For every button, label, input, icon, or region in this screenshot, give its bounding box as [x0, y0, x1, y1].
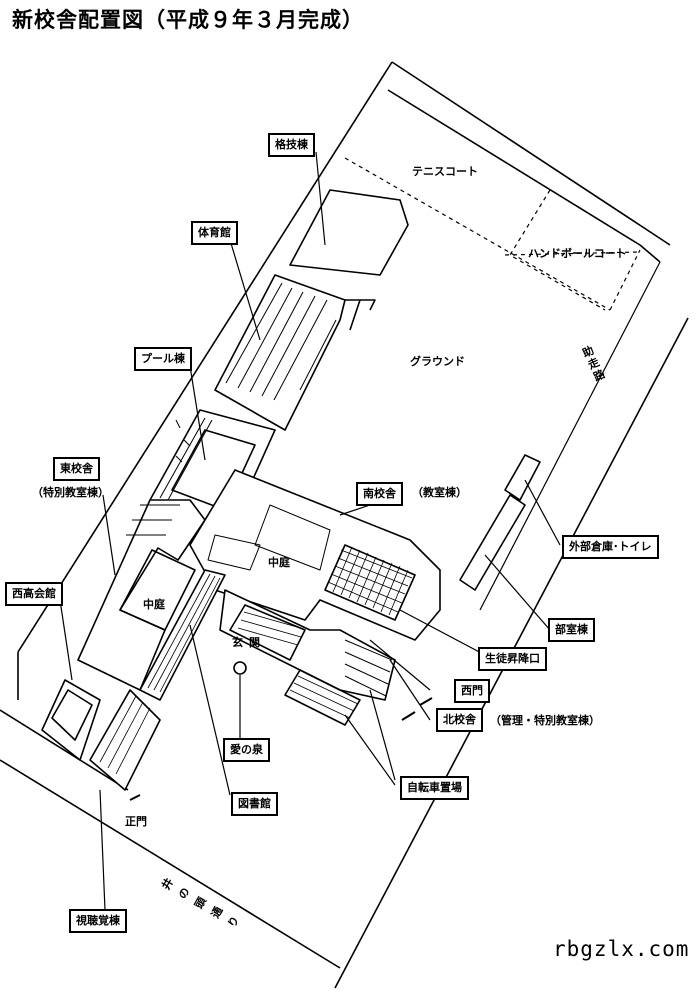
west-gate [401, 697, 433, 721]
pool-inner [171, 429, 256, 511]
south-windows [207, 504, 331, 571]
label-jitensha: 自転車置場 [400, 776, 469, 800]
label-handball: ハンドボールコート [528, 247, 627, 260]
watermark: rbgzlx.com [553, 937, 690, 961]
label-nakaniwa-east: 中庭 [143, 598, 165, 611]
label-gaibu: 外部倉庫･トイレ [562, 535, 659, 559]
east-stripes [126, 504, 180, 536]
label-toshokan: 図書館 [231, 792, 278, 816]
track-line [479, 261, 661, 611]
gym-annex [345, 299, 376, 331]
leader-lines [59, 151, 561, 911]
gymnasium-building [214, 274, 346, 431]
page-title: 新校舎配置図（平成９年３月完成） [12, 8, 364, 32]
label-genkan: 玄関 [232, 636, 266, 649]
label-shokoguchi: 生徒昇降口 [478, 647, 547, 671]
label-pool: プール棟 [134, 347, 192, 371]
label-ainoizumi: 愛の泉 [223, 738, 270, 762]
inner-boundary [387, 89, 661, 263]
library-building [139, 569, 226, 701]
av-building [89, 689, 161, 791]
courtyard-east [119, 549, 196, 631]
label-tennis: テニスコート [412, 165, 478, 178]
clubroom-building [459, 494, 526, 591]
pool-ladder [159, 417, 213, 501]
fountain [233, 661, 247, 675]
label-nakaniwa-south: 中庭 [268, 556, 290, 569]
storage-building [504, 454, 541, 501]
boundary-line [0, 709, 129, 791]
courtyard-grid-frame [324, 544, 416, 621]
label-kita-sub: （管理・特別教室棟） [490, 714, 600, 727]
site-boundary [0, 61, 689, 989]
gym-roof-lines [225, 282, 337, 401]
north-stripes [344, 639, 393, 697]
bicycle-parking [284, 669, 361, 726]
label-higashi-sub: （特別教室棟） [32, 486, 109, 499]
label-kita: 北校舎 [436, 708, 483, 732]
label-seikokaikan: 西高会館 [5, 582, 63, 606]
kakugi-building [289, 189, 409, 276]
main-gate [129, 794, 141, 801]
entrance-steps [229, 604, 306, 661]
label-shichokaku: 視聴覚棟 [69, 909, 127, 933]
courtyard-grid [327, 546, 413, 616]
label-nishimon: 西門 [454, 679, 490, 703]
east-building [77, 499, 206, 691]
label-bushitsu: 部室棟 [548, 618, 595, 642]
entrance-step-lines [237, 611, 305, 646]
label-minami-sub: （教室棟） [412, 486, 467, 499]
label-higashi: 東校舎 [53, 457, 100, 481]
court-lines [344, 157, 641, 311]
library-stripes [147, 573, 221, 693]
label-taiikukan: 体育館 [191, 221, 238, 245]
label-seimon: 正門 [125, 815, 147, 828]
label-kakugi: 格技棟 [268, 133, 315, 157]
label-ground: グラウンド [410, 355, 465, 368]
west-hall-roof [51, 689, 93, 741]
label-minami: 南校舎 [356, 482, 403, 506]
